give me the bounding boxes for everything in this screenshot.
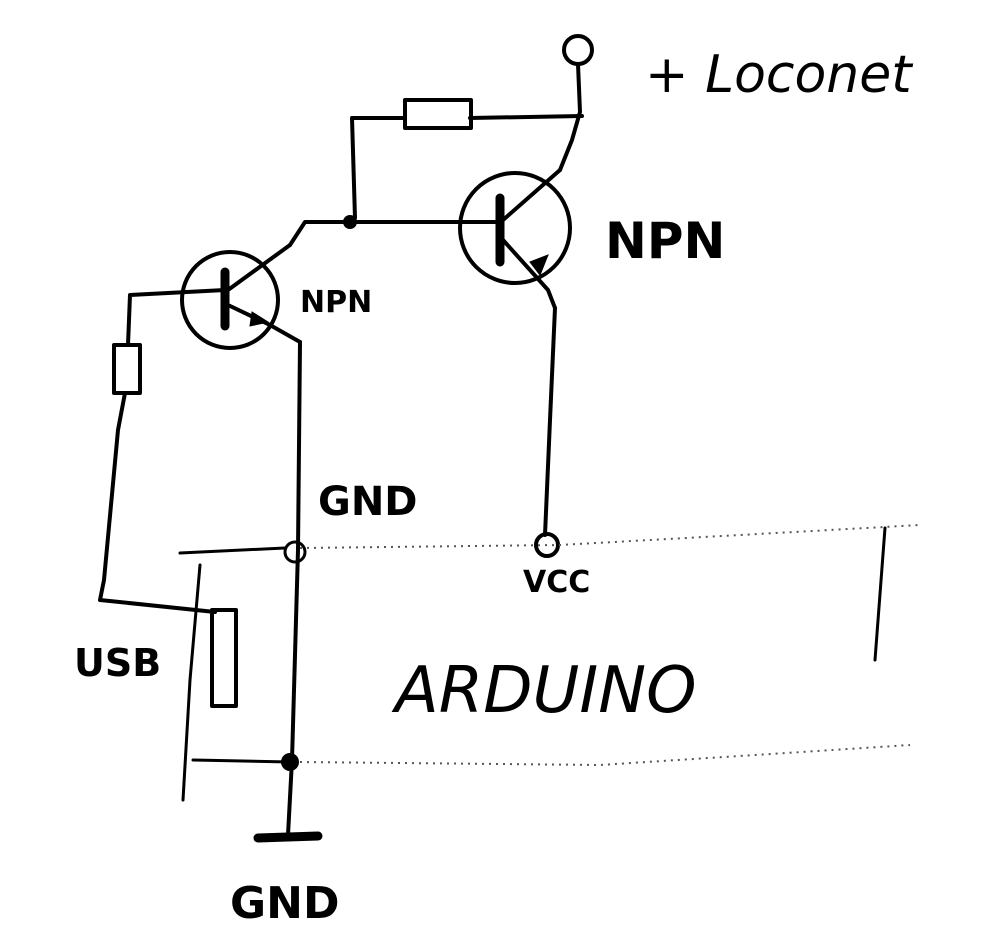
base-wire	[288, 220, 502, 247]
arduino-left-edge	[181, 563, 202, 802]
npn-left-transistor	[180, 250, 280, 350]
npn-left-emitter	[226, 303, 302, 344]
junction-dot-top	[343, 215, 357, 229]
vcc-label: VCC	[523, 565, 590, 600]
top-wire	[350, 114, 584, 220]
usb-connector	[210, 608, 238, 708]
usb-label: USB	[74, 641, 161, 685]
npn-right-transistor	[458, 171, 572, 285]
npn-left-label: NPN	[300, 285, 372, 320]
npn-left-collector	[226, 243, 292, 292]
arduino-top-edge-faint	[299, 524, 921, 549]
gnd-connection-top	[283, 540, 307, 564]
npn-right-label: NPN	[605, 212, 725, 270]
arduino-label: ARDUINO	[391, 654, 697, 728]
loconet-lead	[558, 62, 582, 172]
npn-left-arrow	[249, 311, 270, 327]
left-resistor	[112, 343, 142, 395]
npn-right-arrow	[529, 254, 549, 277]
npn-right-emitter	[501, 238, 557, 310]
gnd-bottom-label: GND	[230, 878, 339, 929]
top-resistor	[403, 98, 473, 130]
ground-symbol	[253, 831, 323, 843]
vcc-wire	[543, 306, 557, 537]
gnd-top-label: GND	[318, 479, 418, 525]
arduino-top-edge	[178, 546, 287, 555]
arduino-right-edge	[873, 526, 887, 662]
left-resistor-wire	[98, 391, 217, 614]
vcc-terminal	[534, 532, 560, 558]
arduino-bottom-edge	[191, 758, 292, 764]
left-base-wire	[126, 288, 227, 347]
loconet-label: + Loconet	[645, 45, 913, 105]
gnd-vertical-wire	[286, 340, 302, 837]
npn-right-collector	[501, 168, 562, 222]
junction-dot-bottom	[281, 753, 299, 771]
loconet-terminal	[562, 34, 594, 66]
arduino-bottom-edge-faint	[299, 744, 911, 767]
